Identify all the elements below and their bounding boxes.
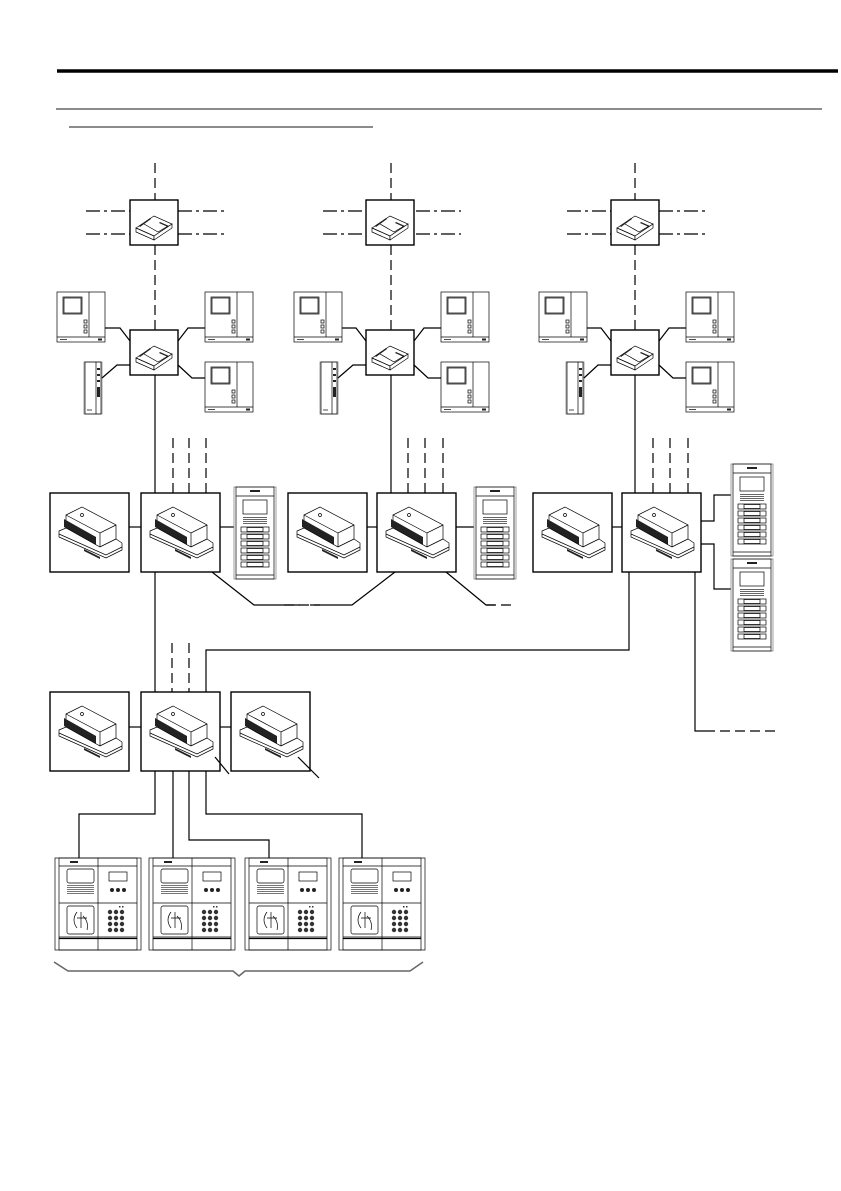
keypad-entrance-panel	[245, 858, 331, 950]
controller-module	[141, 692, 220, 771]
power-supply-module	[50, 692, 129, 771]
video-monitor	[205, 362, 253, 412]
video-monitor	[294, 292, 342, 342]
floor-distributor	[366, 200, 414, 245]
entrance-panel	[234, 487, 276, 579]
video-monitor	[57, 292, 105, 342]
controller-module	[377, 493, 456, 572]
video-monitor	[686, 362, 734, 412]
controller-module	[622, 493, 701, 572]
apartment-distributor	[611, 330, 659, 375]
apartment-distributor	[366, 330, 414, 375]
keypad-entrance-panel	[149, 858, 235, 950]
video-monitor	[441, 362, 489, 412]
column-1	[50, 163, 276, 579]
controller-module	[141, 493, 220, 572]
entrance-panel	[731, 464, 773, 556]
keypad-entrance-panel	[339, 858, 425, 950]
power-supply-module	[533, 493, 612, 572]
video-monitor	[539, 292, 587, 342]
power-supply-module	[231, 692, 310, 771]
main-entrance	[50, 572, 629, 976]
power-supply-module	[288, 493, 367, 572]
audio-handset	[320, 362, 338, 414]
video-monitor	[441, 292, 489, 342]
entrance-panel	[731, 559, 773, 651]
group-brace	[54, 962, 423, 976]
video-monitor	[205, 292, 253, 342]
column-3	[533, 163, 775, 731]
power-supply-module	[50, 493, 129, 572]
keypad-entrance-panel	[55, 858, 141, 950]
audio-handset	[566, 362, 584, 414]
entrance-panel	[474, 487, 516, 579]
floor-distributor	[611, 200, 659, 245]
floor-distributor	[130, 200, 178, 245]
audio-handset	[84, 362, 102, 414]
apartment-distributor	[130, 330, 178, 375]
video-monitor	[686, 292, 734, 342]
